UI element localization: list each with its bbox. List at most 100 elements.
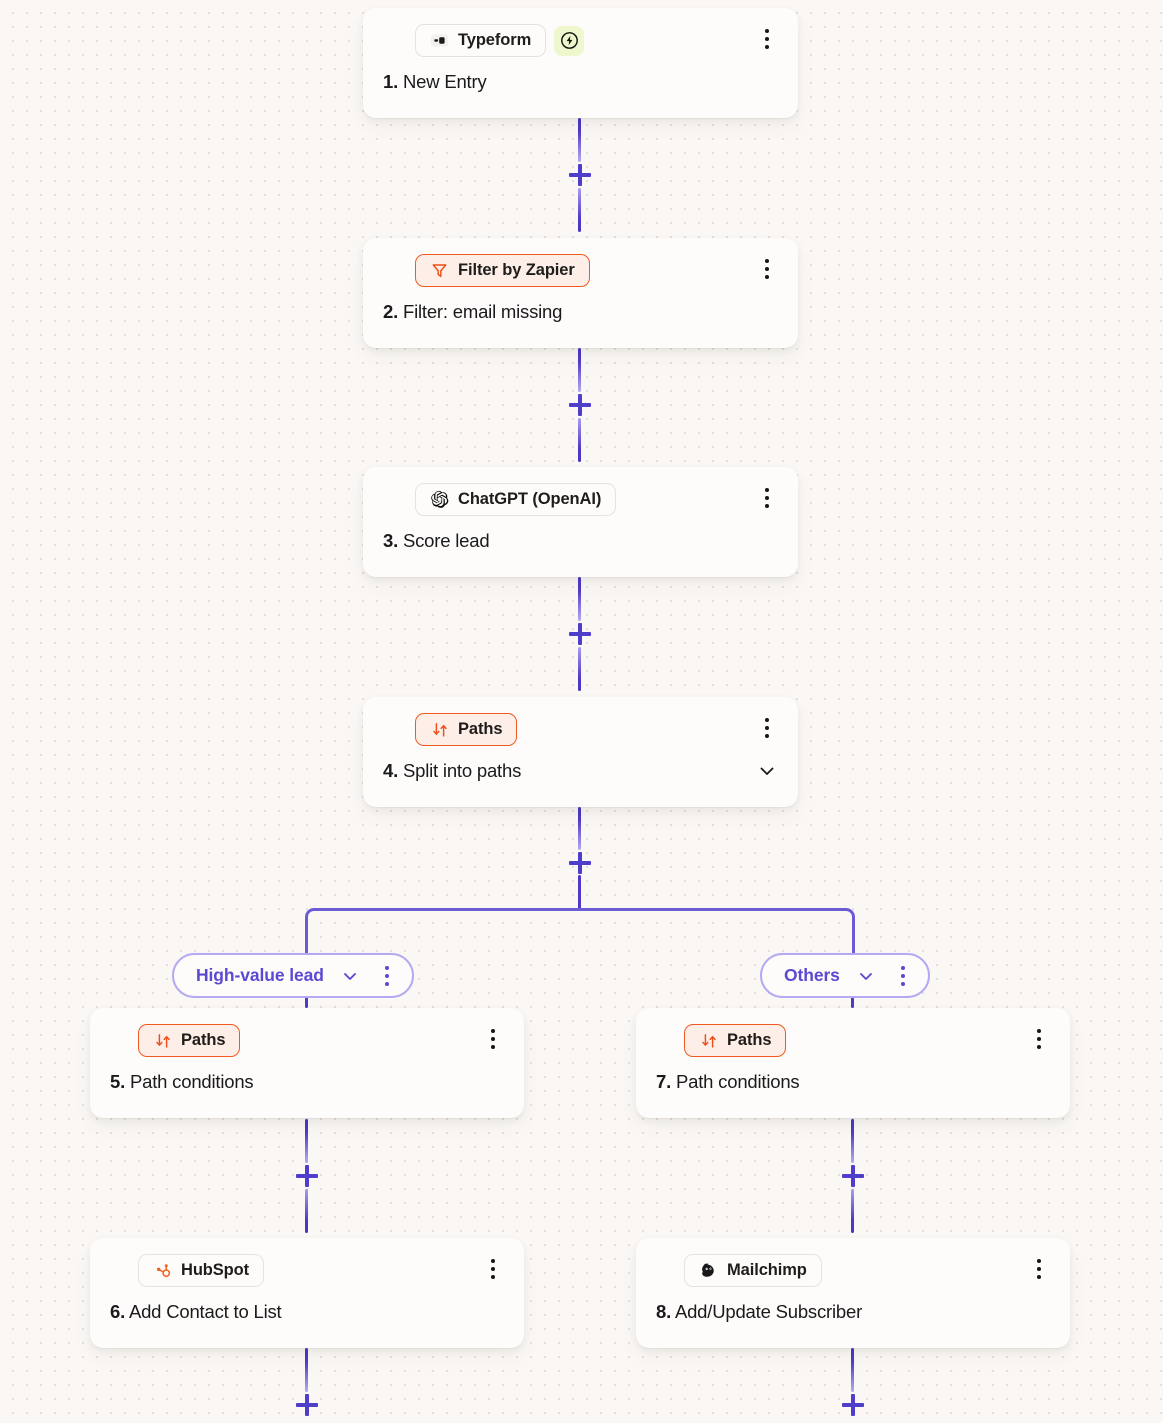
node-header: ChatGPT (OpenAI) [383, 483, 778, 516]
node-title-text: Split into paths [402, 760, 522, 782]
node-footer: 4. Split into paths [383, 760, 778, 782]
branch-more-options-icon[interactable] [376, 961, 398, 991]
app-badge-paths[interactable]: Paths [138, 1024, 241, 1057]
node-footer: 1. New Entry [383, 71, 778, 92]
node-footer: 6. Add Contact to List [110, 1301, 504, 1322]
connector-5-6-lower [305, 1189, 308, 1233]
paths-icon [699, 1031, 718, 1050]
connector-7-8-upper [851, 1119, 854, 1163]
connector-1-2-lower [578, 188, 581, 232]
lightning-bolt-icon[interactable] [554, 25, 585, 56]
node-header: HubSpot [110, 1254, 504, 1287]
node-more-options-icon[interactable] [1028, 1024, 1050, 1054]
workflow-node-step-5[interactable]: Paths 5. Path conditions [90, 1008, 524, 1118]
app-badge-paths[interactable]: Paths [415, 713, 518, 746]
workflow-node-step-1[interactable]: Typeform 1. New Entry [363, 8, 798, 118]
node-number: 2. [383, 301, 399, 322]
node-app-area: Paths [138, 1024, 241, 1057]
node-number: 8. [656, 1301, 672, 1322]
app-badge-paths[interactable]: Paths [684, 1024, 787, 1057]
connector-6-end [305, 1348, 308, 1392]
openai-icon [430, 490, 449, 509]
app-badge-label: Typeform [458, 31, 532, 49]
connector-3-4-upper [578, 577, 581, 621]
node-title: 7. Path conditions [656, 1071, 800, 1092]
node-footer: 8. Add/Update Subscriber [656, 1301, 1050, 1322]
node-header: Paths [383, 713, 778, 746]
add-step-button-3[interactable] [567, 621, 593, 647]
app-badge-label: ChatGPT (OpenAI) [458, 490, 602, 508]
app-badge-label: Paths [458, 720, 503, 738]
node-number: 7. [656, 1071, 672, 1092]
app-badge-chatgpt[interactable]: ChatGPT (OpenAI) [415, 483, 617, 516]
add-step-button-2[interactable] [567, 392, 593, 418]
mailchimp-icon [699, 1261, 718, 1280]
app-badge-filter-by-zapier[interactable]: Filter by Zapier [415, 254, 590, 287]
node-more-options-icon[interactable] [756, 483, 778, 513]
add-step-button-5[interactable] [294, 1163, 320, 1189]
node-more-options-icon[interactable] [756, 24, 778, 54]
workflow-node-step-4[interactable]: Paths 4. Split into paths [363, 697, 798, 807]
node-title-text: Add Contact to List [128, 1301, 282, 1322]
node-title-text: Filter: email missing [402, 301, 563, 322]
node-footer: 3. Score lead [383, 530, 778, 551]
node-title: 6. Add Contact to List [110, 1301, 282, 1322]
branch-pill-high-value-lead[interactable]: High-value lead [172, 953, 414, 998]
add-step-button-1[interactable] [567, 162, 593, 188]
node-number: 1. [383, 71, 399, 92]
app-badge-mailchimp[interactable]: Mailchimp [684, 1254, 822, 1287]
workflow-node-step-7[interactable]: Paths 7. Path conditions [636, 1008, 1070, 1118]
app-badge-typeform[interactable]: Typeform [415, 24, 547, 57]
branch-pill-others[interactable]: Others [760, 953, 930, 998]
node-header: Paths [110, 1024, 504, 1057]
node-title: 3. Score lead [383, 530, 490, 551]
node-title-text: Add/Update Subscriber [674, 1301, 863, 1322]
node-more-options-icon[interactable] [756, 254, 778, 284]
branch-label: High-value lead [196, 965, 324, 985]
workflow-node-step-3[interactable]: ChatGPT (OpenAI) 3. Score lead [363, 467, 798, 577]
node-title-text: Path conditions [675, 1071, 800, 1092]
add-step-button-7[interactable] [294, 1392, 320, 1418]
app-badge-label: Filter by Zapier [458, 261, 575, 279]
node-app-area: Typeform [415, 24, 585, 57]
app-badge-label: Paths [727, 1031, 772, 1049]
add-step-button-8[interactable] [840, 1392, 866, 1418]
node-header: Mailchimp [656, 1254, 1050, 1287]
node-number: 5. [110, 1071, 126, 1092]
branch-chevron-down-icon[interactable] [856, 966, 876, 986]
paths-icon [430, 720, 449, 739]
add-step-button-4[interactable] [567, 850, 593, 876]
node-header: Typeform [383, 24, 778, 57]
node-more-options-icon[interactable] [482, 1254, 504, 1284]
node-app-area: Paths [684, 1024, 787, 1057]
connector-3-4-lower [578, 647, 581, 691]
node-expand-chevron-down-icon[interactable] [756, 760, 778, 782]
node-number: 4. [383, 760, 399, 782]
node-title-text: Path conditions [129, 1071, 254, 1092]
app-badge-hubspot[interactable]: HubSpot [138, 1254, 265, 1287]
connector-4-split-upper [578, 807, 581, 850]
node-header: Paths [656, 1024, 1050, 1057]
filter-icon [430, 261, 449, 280]
typeform-icon [430, 31, 449, 50]
workflow-node-step-8[interactable]: Mailchimp 8. Add/Update Subscriber [636, 1238, 1070, 1348]
node-title: 4. Split into paths [383, 760, 521, 781]
node-footer: 2. Filter: email missing [383, 301, 778, 322]
connector-7-8-lower [851, 1189, 854, 1233]
connector-5-6-upper [305, 1119, 308, 1163]
paths-icon [153, 1031, 172, 1050]
connector-4-split-lower [578, 875, 581, 910]
node-more-options-icon[interactable] [1028, 1254, 1050, 1284]
branch-more-options-icon[interactable] [892, 961, 914, 991]
add-step-button-6[interactable] [840, 1163, 866, 1189]
node-more-options-icon[interactable] [482, 1024, 504, 1054]
node-more-options-icon[interactable] [756, 713, 778, 743]
node-number: 3. [383, 530, 399, 551]
workflow-node-step-2[interactable]: Filter by Zapier 2. Filter: email missin… [363, 238, 798, 348]
workflow-node-step-6[interactable]: HubSpot 6. Add Contact to List [90, 1238, 524, 1348]
branch-chevron-down-icon[interactable] [340, 966, 360, 986]
branch-label: Others [784, 965, 840, 985]
app-badge-label: Mailchimp [727, 1261, 807, 1279]
node-title: 2. Filter: email missing [383, 301, 562, 322]
